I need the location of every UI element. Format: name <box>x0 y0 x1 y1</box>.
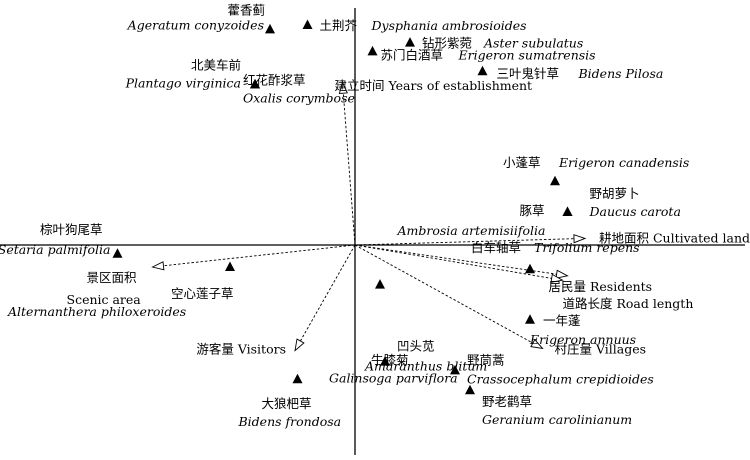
vector-arrowhead <box>294 338 305 352</box>
vector-line <box>354 238 575 246</box>
species-label-latin: Bidens frondosa <box>238 414 342 429</box>
vector-label: 村庄量 Villages <box>555 341 647 356</box>
species-label-latin: Dysphania ambrosioides <box>371 18 527 33</box>
species-point <box>477 65 488 76</box>
vector-arrowhead <box>555 269 569 279</box>
vector-label-en: Cultivated land <box>649 230 750 245</box>
vector-arrowhead <box>550 273 564 283</box>
species-label-latin: Oxalis corymbose <box>243 90 355 105</box>
species-label-latin: Ageratum conyzoides <box>127 17 264 32</box>
vector-label-en: Road length <box>613 296 694 311</box>
species-label-cn: 豚草 <box>520 203 545 218</box>
vector-label-en: Scenic area <box>67 292 142 307</box>
species-label-cn: 北美车前 <box>191 57 241 72</box>
species-label-latin: Plantago virginica <box>125 75 241 90</box>
axes <box>0 8 745 455</box>
vector-label: 景区面积 <box>86 270 136 285</box>
species-point <box>292 373 303 384</box>
species-label-cn: 野茼蒿 <box>467 352 505 367</box>
species-label-cn: 土荆芥 <box>320 18 358 33</box>
species-label-latin: Erigeron annuus <box>529 332 636 347</box>
species-label-cn: 牛膝菊 <box>371 353 409 368</box>
vector-label: 道路长度 Road length <box>563 296 694 311</box>
environmental-vectors <box>151 80 587 352</box>
species-label-cn: 白车轴草 <box>471 240 521 255</box>
species-point <box>367 45 378 56</box>
species-label-latin: Trifolium repens <box>534 240 640 255</box>
species-label-cn: 大狼杷草 <box>262 396 312 411</box>
species-label-latin: Setaria palmifolia <box>0 242 111 257</box>
species-point <box>302 19 313 29</box>
species-label-latin: Bidens Pilosa <box>578 66 664 81</box>
species-label-cn: 一年蓬 <box>543 313 581 328</box>
vector-label: 游客量 Visitors <box>196 342 286 357</box>
species-label-latin: Daucus carota <box>589 204 681 219</box>
vector-line <box>163 244 356 267</box>
vector-line <box>354 244 557 275</box>
vector-arrowhead <box>338 80 348 94</box>
vector-line <box>300 244 356 342</box>
species-point <box>405 37 415 47</box>
vector-line <box>354 244 534 344</box>
species-label-cn: 空心莲子草 <box>171 286 234 301</box>
species-label-cn: 钻形紫菀 <box>422 36 472 51</box>
species-label-latin: Crassocephalum crepidioides <box>467 371 654 386</box>
species-label-latin: Erigeron canadensis <box>558 155 689 170</box>
vector-line <box>354 244 552 279</box>
vector-label-en: Visitors <box>234 342 286 357</box>
species-points <box>112 19 573 395</box>
species-point <box>250 78 260 89</box>
species-point <box>112 248 123 258</box>
species-point <box>375 279 385 289</box>
chart-labels: 建立时间 Years of establishment 耕地面积 Cultivat… <box>0 2 750 429</box>
species-point <box>562 206 573 216</box>
species-label-cn: 野胡萝卜 <box>590 186 640 201</box>
species-point <box>450 364 460 375</box>
species-label-cn: 藿香蓟 <box>227 2 265 17</box>
species-label-latin: Geranium carolinianum <box>482 412 632 427</box>
vector-line <box>342 93 356 246</box>
species-label-cn: 红花酢浆草 <box>243 72 306 87</box>
vector-label-en: Residents <box>586 279 652 294</box>
species-label-cn: 凹头苋 <box>397 339 435 354</box>
species-point <box>525 263 535 274</box>
species-point <box>465 384 475 395</box>
vector-arrowhead <box>573 234 587 244</box>
vector-label: 建立时间 Years of establishment <box>335 78 533 93</box>
vector-label-en: Years of establishment <box>385 78 533 93</box>
vector-label: 耕地面积 Cultivated land <box>599 230 750 245</box>
species-label-latin: Aster subulatus <box>483 36 583 51</box>
species-label-latin: Ambrosia artemisiifolia <box>397 223 546 238</box>
vector-arrowhead <box>530 338 544 350</box>
species-point <box>225 261 235 271</box>
species-label-cn: 小蓬草 <box>503 155 541 170</box>
species-point <box>380 356 390 366</box>
species-label-latin: Erigeron sumatrensis <box>458 47 596 62</box>
species-label-latin: Amaranthus blitum <box>364 359 487 374</box>
species-point <box>525 314 535 324</box>
species-point <box>265 23 275 34</box>
species-point <box>550 175 560 186</box>
vector-label: 居民量 Residents <box>549 279 653 294</box>
species-label-cn: 三叶鬼针草 <box>497 66 560 81</box>
species-label-latin: Alternanthera philoxeroides <box>7 304 186 319</box>
species-label-cn: 野老鹳草 <box>482 394 532 409</box>
species-label-cn: 棕叶狗尾草 <box>40 222 103 237</box>
vector-arrowhead <box>151 261 165 271</box>
species-label-cn: 苏门白酒草 <box>381 47 444 62</box>
species-label-latin: Galinsoga parviflora <box>329 371 458 386</box>
vector-label-en: Villages <box>592 341 646 356</box>
